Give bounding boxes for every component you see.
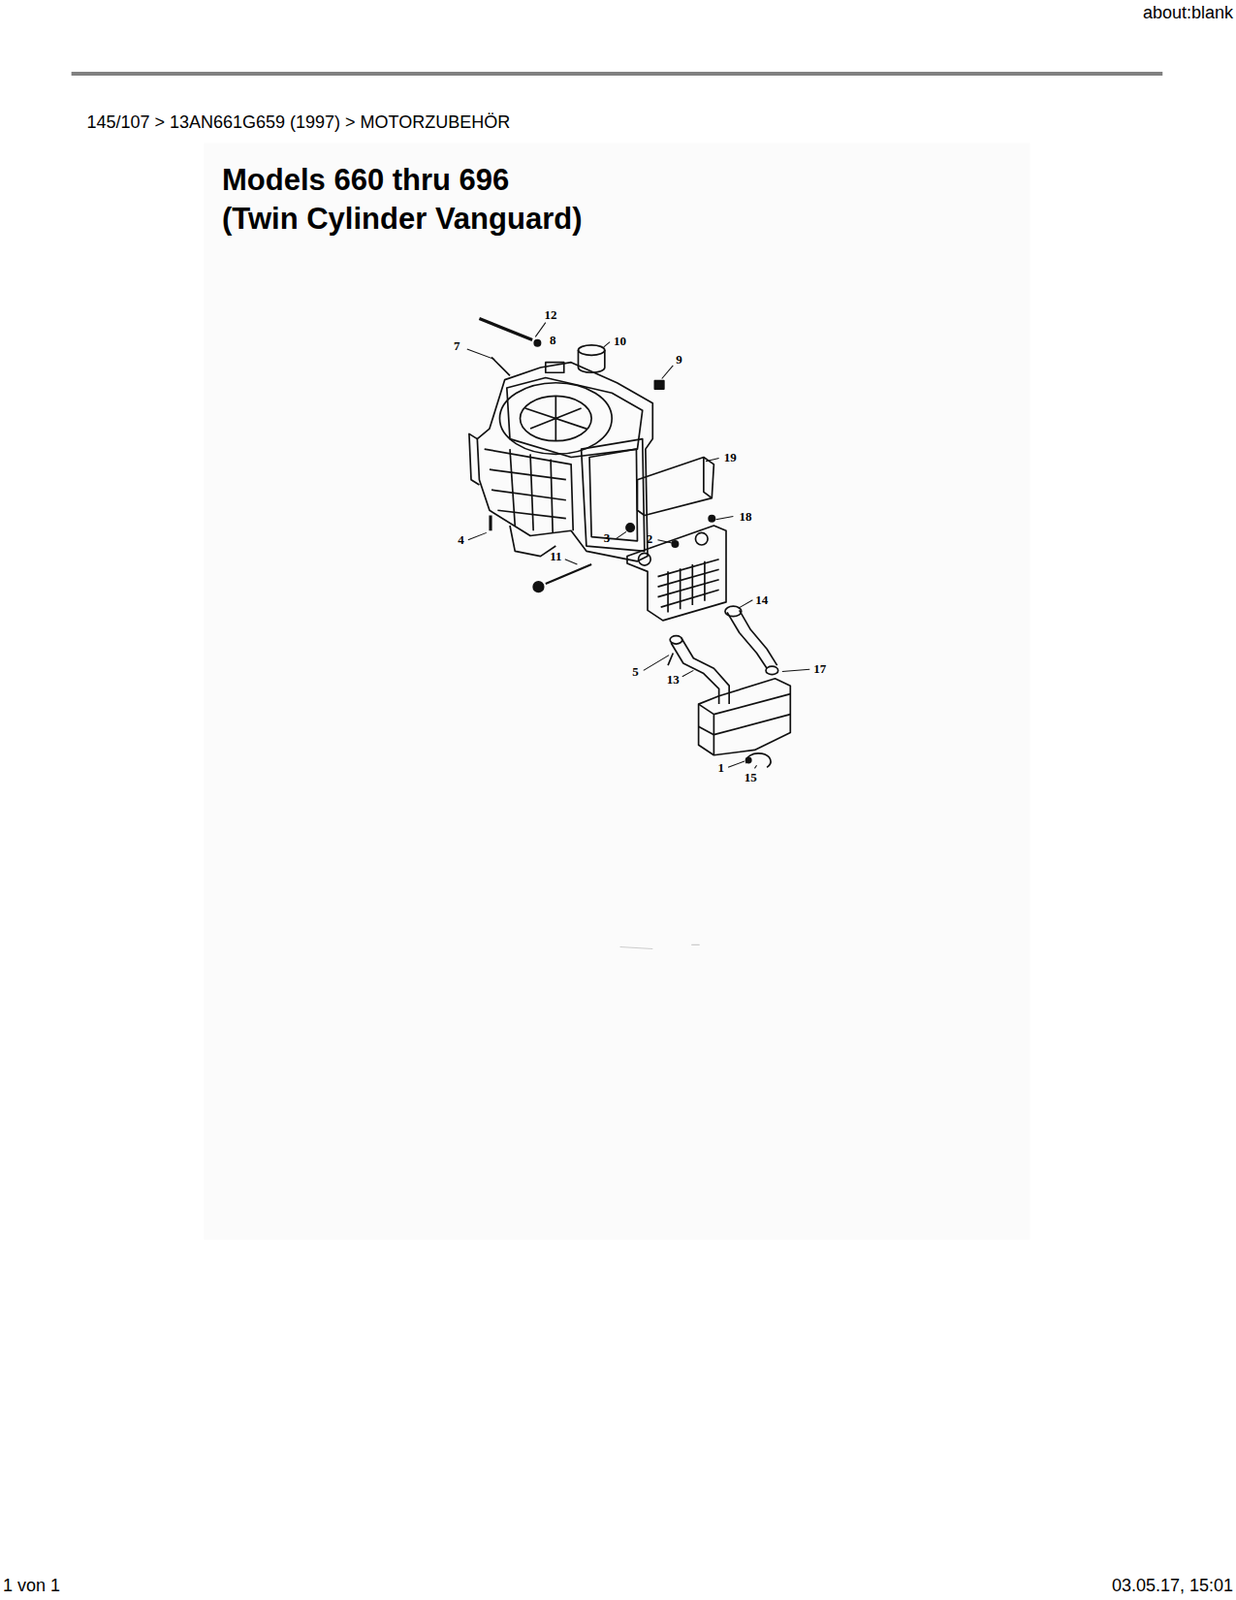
callout-number: 7: [453, 338, 461, 351]
header-rule: [71, 71, 1164, 76]
diagram-title: Models 660 thru 696 (Twin Cylinder Vangu…: [221, 160, 587, 240]
callout-number: 19: [724, 450, 737, 464]
callout-number: 8: [549, 333, 557, 347]
callout-number: 10: [613, 334, 627, 348]
callout-number: 18: [738, 509, 752, 523]
page-text: 145/107 > 13AN661G659 (1997) > MOTORZUBE…: [86, 113, 510, 133]
callout-number: 14: [755, 592, 768, 605]
callout-number: 2: [646, 532, 654, 545]
callout-number: 3: [603, 531, 611, 544]
page-text: about:blank: [1142, 3, 1234, 24]
callout-number: 9: [675, 352, 683, 366]
callout-number: 12: [544, 308, 558, 321]
page-text: 03.05.17, 15:01: [1111, 1576, 1234, 1596]
callout-number: 1: [718, 760, 726, 774]
image-ground: [203, 143, 1030, 1240]
callout-number: 13: [666, 671, 680, 685]
callout-number: 4: [457, 533, 465, 546]
callout-number: 5: [632, 665, 639, 678]
callout-number: 15: [744, 769, 758, 783]
leader-lines: [467, 322, 810, 769]
callout-number: 17: [813, 662, 826, 675]
page-text: 1 von 1: [2, 1576, 61, 1596]
callout-number: 11: [549, 549, 562, 563]
